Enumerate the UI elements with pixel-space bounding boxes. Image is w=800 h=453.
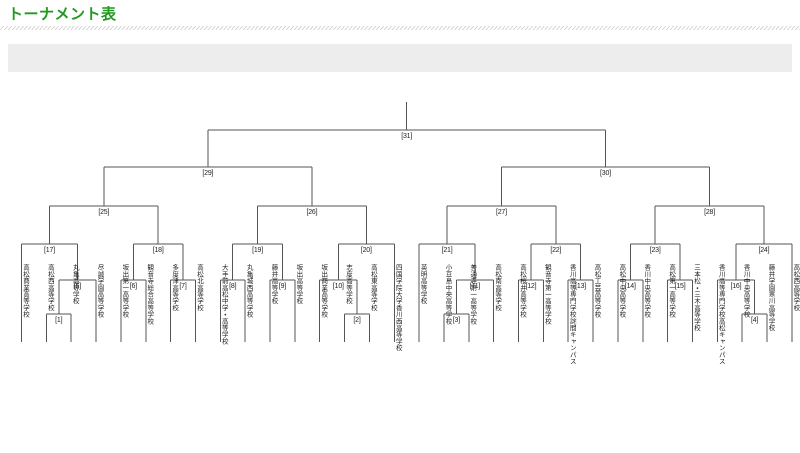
team-label[interactable]: 香川高等専門学校高松キャンパス [717, 264, 725, 365]
team-label[interactable]: 高松商業高等学校 [21, 264, 29, 318]
team-label[interactable]: 香川中央高等学校 [642, 264, 650, 318]
bracket-lines [21, 102, 793, 342]
match-number-25[interactable]: [25] [98, 208, 110, 216]
match-number-3[interactable]: [3] [452, 316, 460, 324]
team-label[interactable]: 観音寺総合高等学校 [145, 264, 153, 325]
team-label[interactable]: 坂出商業高等学校 [319, 264, 327, 318]
team-label[interactable]: 高松西高等学校 [46, 264, 54, 311]
team-label[interactable]: 高松北高等学校 [195, 264, 203, 311]
match-number-19[interactable]: [19] [252, 246, 264, 254]
match-number-12[interactable]: [12] [525, 282, 537, 290]
team-label-layer: 高松商業高等学校 高松西高等学校 丸亀高等学校 尽誠学園高等学校 坂出第一高等学校 観音寺… [0, 264, 800, 381]
team-label[interactable]: 藤井高等学校 [270, 264, 277, 305]
team-label[interactable]: 坂出第一高等学校 [120, 264, 128, 318]
match-number-4[interactable]: [4] [750, 316, 759, 324]
team-label[interactable]: 観音寺第一高等学校 [543, 264, 551, 325]
team-label[interactable]: 高松桜井高等学校 [518, 264, 526, 318]
page-title: トーナメント表 [8, 6, 117, 23]
tournament-bracket: [1] [5] [17] [6] [7] [18] [25] [8] [9] [19] [2] [10… [0, 72, 800, 453]
match-number-16[interactable]: [16] [730, 282, 742, 290]
match-number-31[interactable]: [31] [401, 132, 413, 140]
match-number-17[interactable]: [17] [44, 246, 55, 254]
match-number-23[interactable]: [23] [649, 246, 661, 254]
team-label[interactable]: 丸亀城西高等学校 [245, 264, 253, 318]
team-label[interactable]: 小豆島中央高等学校 [443, 264, 451, 325]
toolbar-band [8, 44, 792, 72]
team-label[interactable]: 高松工芸高等学校 [593, 264, 601, 318]
match-number-22[interactable]: [22] [550, 246, 562, 254]
match-number-13[interactable]: [13] [575, 282, 587, 290]
match-number-5[interactable]: [5] [73, 282, 81, 290]
match-number-9[interactable]: [9] [278, 282, 287, 290]
match-number-1[interactable]: [1] [55, 316, 63, 324]
team-label[interactable]: 四国学院大学香川西高等学校 [394, 264, 402, 352]
team-label[interactable]: 高松第一高等学校 [667, 264, 675, 318]
team-label[interactable]: 志度高等学校 [344, 264, 352, 305]
match-number-26[interactable]: [26] [306, 208, 318, 216]
match-number-28[interactable]: [28] [704, 208, 715, 216]
match-number-30[interactable]: [30] [600, 169, 611, 177]
match-number-20[interactable]: [20] [360, 246, 372, 254]
team-label[interactable]: 多度津高等学校 [170, 264, 178, 311]
match-number-6[interactable]: [6] [129, 282, 137, 290]
match-number-14[interactable]: [14] [624, 282, 636, 290]
match-number-7[interactable]: [7] [179, 282, 187, 290]
team-label[interactable]: 丸亀高等学校 [71, 264, 79, 305]
match-number-10[interactable]: [10] [332, 282, 344, 290]
team-label[interactable]: 尽誠学園高等学校 [96, 264, 104, 318]
team-label[interactable]: 香川高等専門学校詫間キャンパス [568, 264, 576, 365]
match-number-24[interactable]: [24] [758, 246, 770, 254]
team-label[interactable]: 藤井学園寒川高等学校 [767, 264, 774, 331]
title-divider [0, 26, 800, 30]
team-label[interactable]: 英明高等学校 [419, 264, 427, 305]
team-label[interactable]: 高松中央高等学校 [617, 264, 625, 318]
match-number-21[interactable]: [21] [441, 246, 453, 254]
team-label[interactable]: 善通寺第一高等学校 [468, 264, 476, 325]
match-number-27[interactable]: [27] [495, 208, 507, 216]
team-label[interactable]: 高松西高等学校 [791, 264, 799, 311]
match-number-11[interactable]: [11] [469, 282, 481, 290]
match-number-29[interactable]: [29] [202, 169, 214, 177]
team-label[interactable]: 坂出高等学校 [294, 264, 302, 305]
match-number-15[interactable]: [15] [674, 282, 686, 290]
match-number-18[interactable]: [18] [152, 246, 164, 254]
match-number-8[interactable]: [8] [229, 282, 237, 290]
team-label[interactable]: 大手前高松中学・高等学校 [220, 264, 228, 345]
team-label[interactable]: 高松南高等学校 [493, 264, 501, 311]
match-number-2[interactable]: [2] [353, 316, 361, 324]
team-label[interactable]: 香川中央高等学校 [742, 264, 750, 318]
team-label[interactable]: 三本松・三木高等学校 [692, 264, 700, 331]
team-label[interactable]: 高松東高等学校 [369, 264, 377, 311]
